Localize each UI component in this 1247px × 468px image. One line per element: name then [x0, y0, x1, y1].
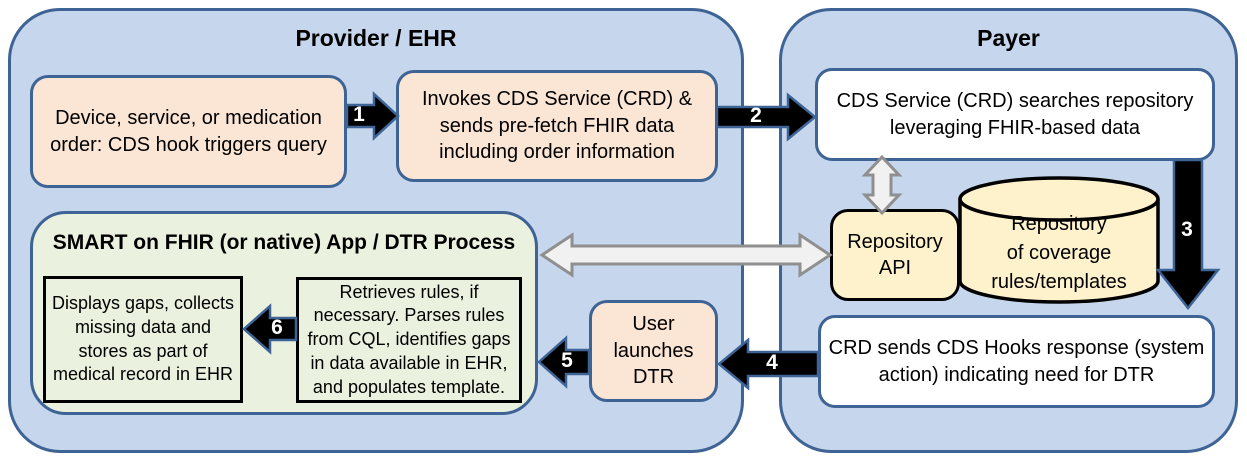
invoke-cds-service-box: Invokes CDS Service (CRD) & sends pre-fe…: [396, 70, 718, 182]
order-trigger-box: Device, service, or medication order: CD…: [30, 75, 347, 188]
repository-db-label: Repository of coverage rules/templates: [991, 213, 1127, 293]
retrieves-rules-box: Retrieves rules, if necessary. Parses ru…: [296, 277, 522, 403]
provider-ehr-title: Provider / EHR: [295, 25, 457, 51]
step-4-label: 4: [766, 351, 778, 375]
step-6-label: 6: [271, 316, 283, 340]
user-launches-dtr-box: User launches DTR: [589, 300, 718, 402]
repository-api-box: Repository API: [830, 209, 960, 301]
step-1-label: 1: [353, 103, 365, 127]
step-3-label: 3: [1181, 218, 1193, 242]
cds-service-search-box: CDS Service (CRD) searches repository le…: [815, 68, 1215, 161]
crd-response-box: CRD sends CDS Hooks response (system act…: [818, 315, 1215, 408]
displays-gaps-box: Displays gaps, collects missing data and…: [43, 276, 243, 403]
step-2-label: 2: [750, 104, 762, 128]
smart-on-fhir-app-title: SMART on FHIR (or native) App / DTR Proc…: [52, 231, 516, 254]
payer-title: Payer: [977, 25, 1040, 51]
step-5-label: 5: [561, 349, 573, 373]
